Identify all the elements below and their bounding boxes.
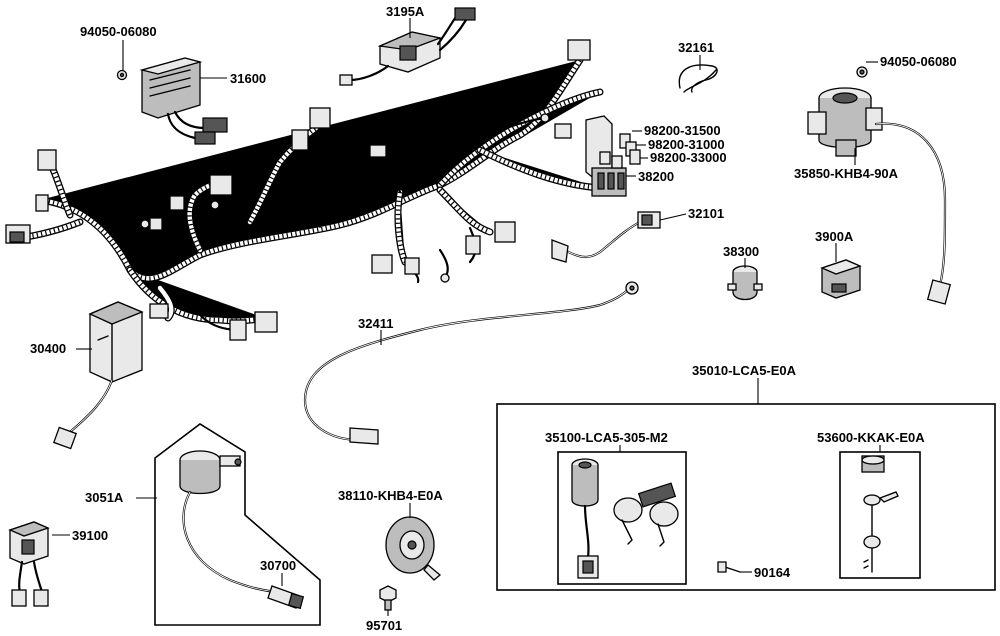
cable-32411 bbox=[303, 281, 639, 445]
label-3195A: 3195A bbox=[386, 4, 425, 19]
relay-3195A bbox=[339, 7, 476, 86]
regulator-rectifier-31600 bbox=[116, 57, 228, 145]
label-3051A: 3051A bbox=[85, 490, 124, 505]
label-30400: 30400 bbox=[30, 341, 66, 356]
label-98200-31000: 98200-31000 bbox=[648, 137, 725, 152]
cable-band-32161 bbox=[678, 64, 718, 93]
label-32161: 32161 bbox=[678, 40, 714, 55]
fuse-box-38200 bbox=[585, 115, 641, 197]
label-90164: 90164 bbox=[754, 565, 791, 580]
label-32101: 32101 bbox=[688, 206, 724, 221]
label-53600-KKAK-E0A: 53600-KKAK-E0A bbox=[817, 430, 925, 445]
key-set-box-35010 bbox=[496, 403, 996, 591]
horn-38110 bbox=[385, 516, 442, 581]
label-31600: 31600 bbox=[230, 71, 266, 86]
label-38200: 38200 bbox=[638, 169, 674, 184]
label-35100-LCA5-305-M2: 35100-LCA5-305-M2 bbox=[545, 430, 668, 445]
buzzer-38300 bbox=[727, 265, 763, 301]
relay-39100 bbox=[8, 521, 50, 607]
label-38300: 38300 bbox=[723, 244, 759, 259]
sub-harness-32101 bbox=[551, 211, 661, 263]
label-94050-06080-a: 94050-06080 bbox=[80, 24, 157, 39]
label-35850-KHB4-90A: 35850-KHB4-90A bbox=[794, 166, 899, 181]
label-95701: 95701 bbox=[366, 618, 402, 633]
label-98200-33000: 98200-33000 bbox=[650, 150, 727, 165]
label-30700: 30700 bbox=[260, 558, 296, 573]
label-38110-KHB4-E0A: 38110-KHB4-E0A bbox=[338, 488, 443, 503]
label-32411: 32411 bbox=[358, 316, 393, 331]
part-labels: 94050-06080 31600 3195A 32161 94050-0608… bbox=[30, 4, 957, 633]
relay-3900A bbox=[820, 259, 862, 299]
main-wire-harness bbox=[5, 39, 600, 341]
label-32100: 32100 bbox=[298, 195, 334, 210]
cdi-unit-30400 bbox=[52, 301, 144, 450]
leader-lines bbox=[52, 18, 881, 616]
bolt-95701 bbox=[379, 585, 397, 611]
ignition-coil-group-3051A bbox=[154, 423, 321, 626]
label-94050-06080-b: 94050-06080 bbox=[880, 54, 957, 69]
label-39100: 39100 bbox=[72, 528, 108, 543]
ignition-switch-35850 bbox=[807, 66, 952, 305]
label-35010-LCA5-E0A: 35010-LCA5-E0A bbox=[692, 363, 797, 378]
label-98200-31500: 98200-31500 bbox=[644, 123, 721, 138]
label-3900A: 3900A bbox=[815, 229, 854, 244]
